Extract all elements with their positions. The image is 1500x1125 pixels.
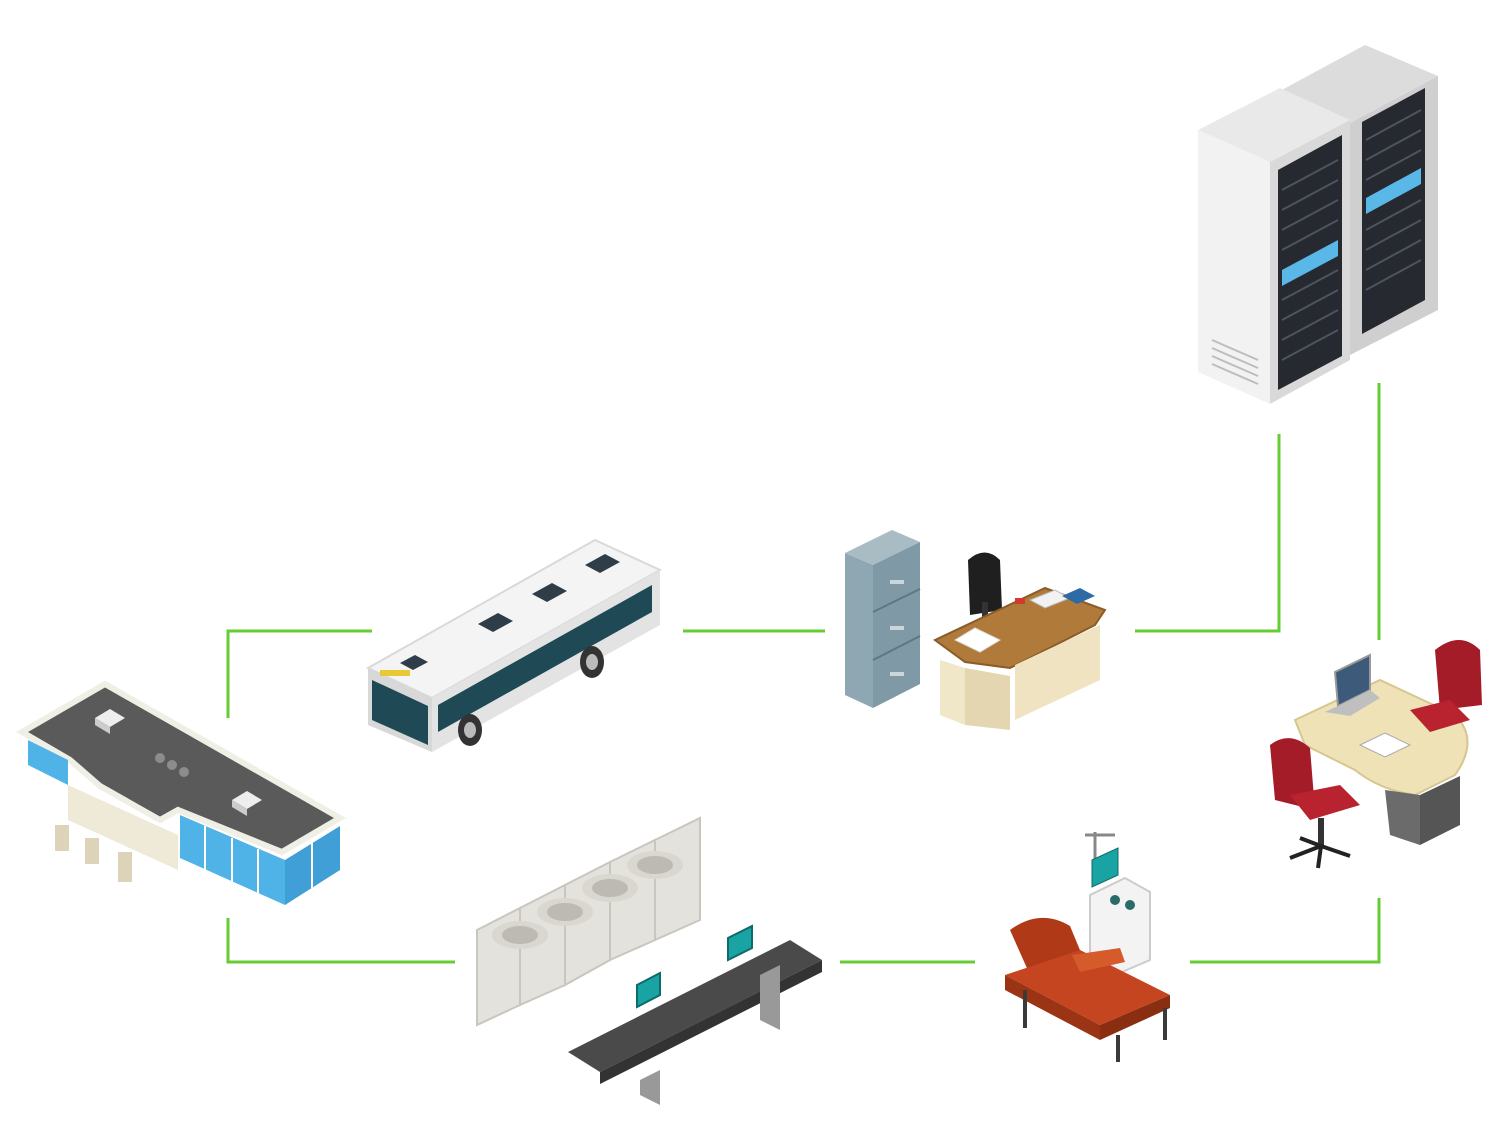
patient-chair-icon <box>1005 832 1170 1062</box>
link-building-control-room <box>226 918 455 964</box>
building-icon <box>16 680 346 905</box>
links <box>226 383 1381 964</box>
office-desk-icon <box>845 530 1107 730</box>
link-office-desk-data-center <box>1135 434 1281 633</box>
control-room-icon <box>476 816 822 1105</box>
server-rack-icon <box>1198 45 1438 404</box>
link-building-bus <box>226 629 372 718</box>
bus-icon <box>365 538 663 752</box>
link-patient-chair-consultation-desk <box>1190 898 1381 964</box>
consultation-desk-icon <box>1270 640 1482 869</box>
